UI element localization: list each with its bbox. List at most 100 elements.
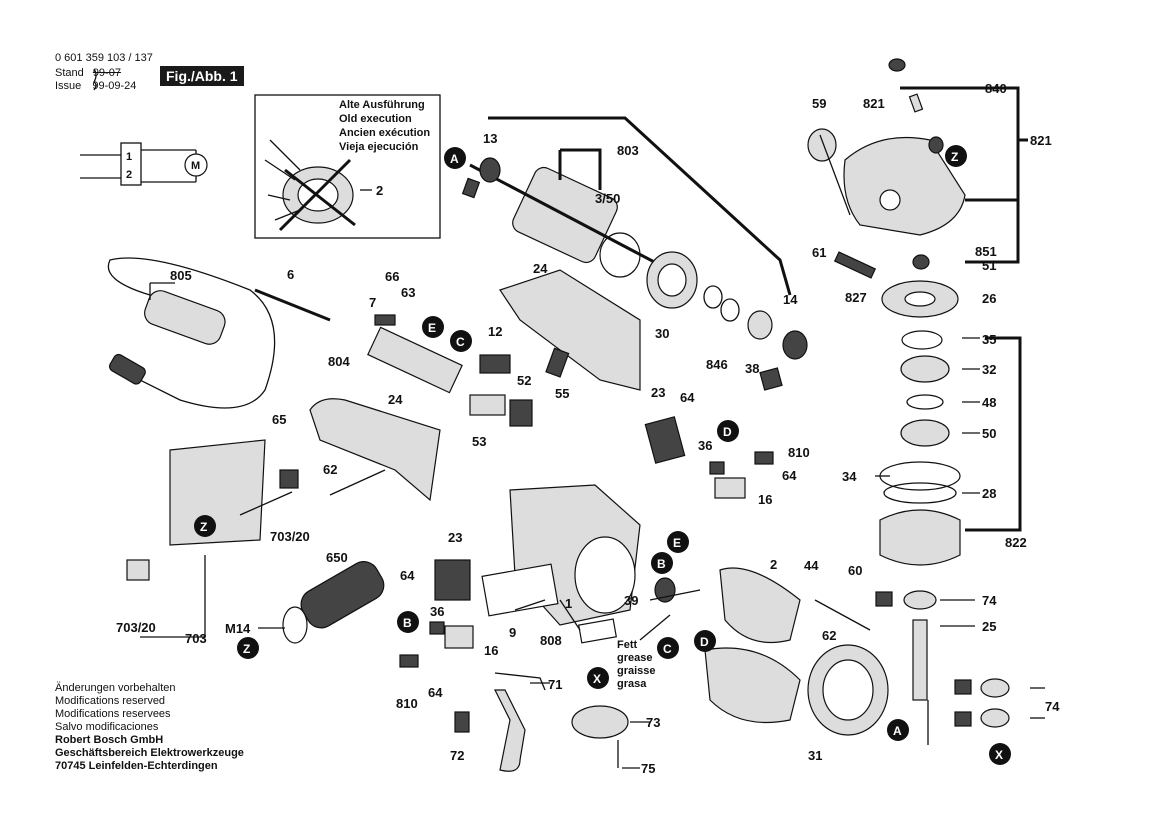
screw-62a — [329, 469, 386, 496]
label-703-20-top: 703/20 — [270, 529, 310, 544]
figure-label: Fig./Abb. 1 — [160, 66, 244, 86]
label-62-motor: 62 — [822, 628, 836, 643]
label-703-20-bottom: 703/20 — [116, 620, 156, 635]
label-13: 13 — [483, 131, 497, 146]
label-39: 39 — [624, 593, 638, 608]
inset-line-fr: Ancien exécution — [339, 127, 431, 139]
svg-text:E: E — [673, 536, 681, 550]
screw-72 — [454, 711, 470, 733]
oring-28 — [883, 482, 957, 504]
label-810-top: 810 — [788, 445, 810, 460]
label-9 — [481, 563, 559, 617]
label-7: 7 — [369, 295, 376, 310]
bearing-13 — [461, 157, 501, 199]
issue-date: 99-09-24 — [92, 80, 137, 92]
footer-note-de: Änderungen vorbehalten — [55, 682, 176, 694]
company-name: Robert Bosch GmbH — [55, 734, 164, 746]
label-36-bottom: 36 — [430, 604, 444, 619]
label-827: 827 — [845, 290, 867, 305]
header-brace — [93, 68, 97, 91]
handle-24b — [309, 398, 441, 502]
nut-51 — [912, 254, 930, 270]
brush-holder-16b — [444, 625, 474, 649]
badge-e-bottom: E — [667, 531, 689, 553]
label-32: 32 — [982, 362, 996, 377]
badge-c-top: C — [450, 330, 472, 352]
circlip-48 — [906, 394, 944, 410]
label-650: 650 — [326, 550, 348, 565]
leader-lines — [140, 86, 1045, 769]
label-2: 2 — [770, 557, 777, 572]
company-division: Geschäftsbereich Elektrowerkzeuge — [55, 747, 244, 759]
brush-810a — [754, 451, 774, 465]
terminal-1: 1 — [126, 151, 132, 163]
label-73: 73 — [646, 715, 660, 730]
label-16-bottom: 16 — [484, 643, 498, 658]
inset-line-de: Alte Ausführung — [339, 99, 425, 111]
label-23-bottom: 23 — [448, 530, 462, 545]
grease-note-es: grasa — [617, 678, 647, 690]
brush-holder-16a — [714, 477, 746, 499]
label-75: 75 — [641, 761, 655, 776]
handle-cover-24a — [499, 269, 641, 391]
switch-assembly — [367, 314, 533, 427]
switch-symbol — [120, 142, 142, 186]
part-34 — [879, 461, 961, 491]
plug — [109, 353, 146, 385]
badge-e-top: E — [422, 316, 444, 338]
label-840: 840 — [985, 81, 1007, 96]
svg-text:X: X — [593, 672, 601, 686]
label-23-top: 23 — [651, 385, 665, 400]
grease-note-de: Fett — [617, 639, 638, 651]
label-52: 52 — [517, 373, 531, 388]
svg-text:Z: Z — [243, 642, 250, 656]
ring-846a — [703, 285, 723, 309]
badge-d-top: D — [717, 420, 739, 442]
svg-text:B: B — [657, 557, 666, 571]
label-24-top: 24 — [533, 261, 548, 276]
armature — [469, 163, 661, 278]
label-25: 25 — [982, 619, 996, 634]
svg-text:B: B — [403, 616, 412, 630]
label-30: 30 — [655, 326, 669, 341]
footer-note-en: Modifications reserved — [55, 695, 166, 707]
label-26: 26 — [982, 291, 996, 306]
label-74-bottom: 74 — [1045, 699, 1060, 714]
inset-line-en: Old execution — [339, 113, 412, 125]
label-3-50: 3/50 — [595, 191, 620, 206]
label-822: 822 — [1005, 535, 1027, 550]
label-59: 59 — [812, 96, 826, 111]
tool-z — [875, 591, 893, 607]
gear-housing — [807, 128, 966, 236]
grease-note-fr: graisse — [617, 665, 656, 677]
label-53: 53 — [472, 434, 486, 449]
label-12: 12 — [488, 324, 502, 339]
label-63: 63 — [401, 285, 415, 300]
spindle-25 — [912, 619, 928, 701]
label-48: 48 — [982, 395, 996, 410]
svg-text:D: D — [723, 425, 732, 439]
label-28: 28 — [982, 486, 996, 501]
terminal-2: 2 — [126, 169, 132, 181]
label-808: 808 — [540, 633, 562, 648]
label-803: 803 — [617, 143, 639, 158]
label-6: 6 — [287, 267, 294, 282]
label-65: 65 — [272, 412, 286, 427]
label-66: 66 — [385, 269, 399, 284]
motor-symbol — [184, 153, 208, 177]
guard-703 — [169, 439, 266, 546]
label-821-top: 821 — [863, 96, 885, 111]
svg-text:Z: Z — [200, 520, 207, 534]
seal-74a — [903, 590, 937, 610]
tool-x1 — [954, 679, 972, 695]
spring-55 — [545, 347, 570, 378]
footer-note-fr: Modifications reservees — [55, 708, 171, 720]
old-stator-illustration — [264, 139, 372, 232]
svg-text:A: A — [893, 724, 902, 738]
label-805: 805 — [170, 268, 192, 283]
power-cable — [107, 257, 331, 409]
bearing-50 — [900, 419, 950, 447]
label-846: 846 — [706, 357, 728, 372]
badge-z-handle: Z — [237, 637, 259, 659]
bolt-703-20 — [279, 469, 299, 489]
